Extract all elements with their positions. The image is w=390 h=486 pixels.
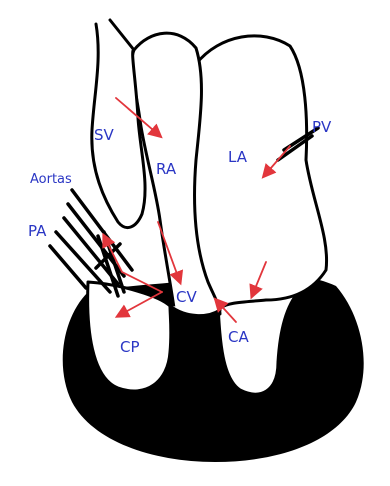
pulmonary-artery-vessel-2 <box>50 246 86 288</box>
label-pv: PV <box>312 118 332 136</box>
label-ca: CA <box>228 328 249 346</box>
left-atrium <box>191 36 327 308</box>
label-sv: SV <box>94 126 115 144</box>
label-pa: PA <box>28 222 47 240</box>
label-la: LA <box>228 148 248 166</box>
label-ra: RA <box>156 160 177 178</box>
label-aortas: Aortas <box>30 172 72 187</box>
label-cv: CV <box>176 288 197 306</box>
label-cp: CP <box>120 338 140 356</box>
